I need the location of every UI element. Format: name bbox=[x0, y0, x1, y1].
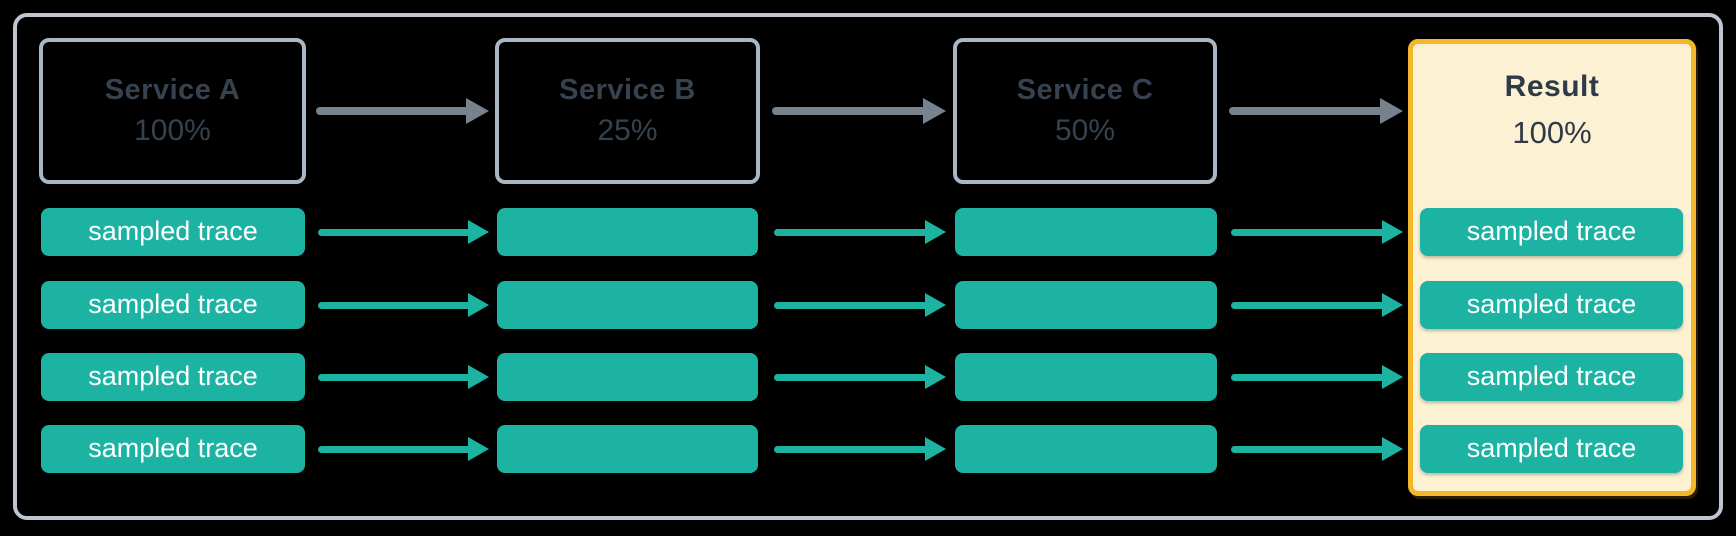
trace-arrow-row2-gap2-head bbox=[925, 293, 946, 317]
service-rate-2: 25% bbox=[597, 114, 658, 148]
service-rate-1: 100% bbox=[134, 114, 211, 148]
result-title: Result bbox=[1504, 70, 1600, 103]
trace-bar-row4-col4: sampled trace bbox=[1420, 425, 1683, 473]
flow-arrow-1-shaft bbox=[316, 107, 470, 115]
trace-bar-row2-col3 bbox=[955, 281, 1217, 329]
flow-arrow-3-shaft bbox=[1229, 107, 1384, 115]
trace-bar-row3-col1: sampled trace bbox=[41, 353, 305, 401]
trace-bar-label: sampled trace bbox=[1466, 288, 1637, 319]
trace-arrow-row1-gap2-head bbox=[925, 220, 946, 244]
trace-bar-row1-col3 bbox=[955, 208, 1217, 256]
trace-bar-row3-col2 bbox=[497, 353, 758, 401]
trace-arrow-row1-gap1-shaft bbox=[318, 228, 472, 236]
trace-arrow-row3-gap1-head bbox=[468, 365, 489, 389]
service-title-2: Service B bbox=[559, 73, 696, 106]
trace-arrow-row4-gap2 bbox=[774, 434, 946, 464]
trace-arrow-row3-gap1-shaft bbox=[318, 373, 472, 381]
service-title-1: Service A bbox=[104, 73, 241, 106]
trace-arrow-row2-gap1-shaft bbox=[318, 301, 472, 309]
trace-bar-row3-col3 bbox=[955, 353, 1217, 401]
trace-arrow-row3-gap2-shaft bbox=[774, 373, 929, 381]
trace-arrow-row1-gap3 bbox=[1231, 217, 1403, 247]
trace-arrow-row1-gap2 bbox=[774, 217, 946, 247]
trace-bar-label: sampled trace bbox=[88, 288, 258, 319]
trace-arrow-row3-gap3 bbox=[1231, 362, 1403, 392]
trace-arrow-row4-gap1-head bbox=[468, 437, 489, 461]
result-box: Result 100% bbox=[1408, 39, 1696, 496]
trace-arrow-row3-gap2 bbox=[774, 362, 946, 392]
service-box-1: Service A 100% bbox=[39, 38, 306, 184]
service-rate-3: 50% bbox=[1054, 114, 1116, 148]
trace-bar-label: sampled trace bbox=[88, 432, 258, 463]
trace-arrow-row3-gap3-shaft bbox=[1231, 373, 1386, 381]
trace-bar-row1-col4: sampled trace bbox=[1420, 208, 1683, 256]
trace-arrow-row1-gap1 bbox=[318, 217, 489, 247]
trace-arrow-row1-gap1-head bbox=[468, 220, 489, 244]
trace-bar-row4-col1: sampled trace bbox=[41, 425, 305, 473]
flow-arrow-3-head bbox=[1380, 98, 1403, 124]
trace-arrow-row4-gap3 bbox=[1231, 434, 1403, 464]
flow-arrow-1-head bbox=[466, 98, 489, 124]
trace-bar-row4-col2 bbox=[497, 425, 758, 473]
trace-arrow-row4-gap1 bbox=[318, 434, 489, 464]
flow-arrow-3 bbox=[1229, 96, 1403, 126]
trace-arrow-row4-gap3-shaft bbox=[1231, 445, 1386, 453]
trace-bar-row2-col4: sampled trace bbox=[1420, 281, 1683, 329]
trace-arrow-row4-gap2-shaft bbox=[774, 445, 929, 453]
trace-arrow-row4-gap3-head bbox=[1382, 437, 1403, 461]
trace-bar-row2-col2 bbox=[497, 281, 758, 329]
trace-arrow-row2-gap3-head bbox=[1382, 293, 1403, 317]
flow-arrow-2 bbox=[772, 96, 946, 126]
trace-bar-label: sampled trace bbox=[1466, 215, 1637, 246]
trace-bar-row2-col1: sampled trace bbox=[41, 281, 305, 329]
trace-bar-label: sampled trace bbox=[88, 215, 258, 246]
trace-arrow-row2-gap2-shaft bbox=[774, 301, 929, 309]
trace-bar-row4-col3 bbox=[955, 425, 1217, 473]
trace-arrow-row2-gap3-shaft bbox=[1231, 301, 1386, 309]
trace-arrow-row3-gap3-head bbox=[1382, 365, 1403, 389]
trace-arrow-row2-gap3 bbox=[1231, 290, 1403, 320]
flow-arrow-2-shaft bbox=[772, 107, 927, 115]
trace-bar-label: sampled trace bbox=[1466, 360, 1637, 391]
trace-arrow-row2-gap1-head bbox=[468, 293, 489, 317]
trace-arrow-row2-gap1 bbox=[318, 290, 489, 320]
trace-arrow-row3-gap2-head bbox=[925, 365, 946, 389]
trace-arrow-row2-gap2 bbox=[774, 290, 946, 320]
trace-bar-row1-col1: sampled trace bbox=[41, 208, 305, 256]
flow-arrow-1 bbox=[316, 96, 489, 126]
trace-arrow-row4-gap2-head bbox=[925, 437, 946, 461]
service-box-3: Service C 50% bbox=[953, 38, 1217, 184]
trace-arrow-row1-gap3-shaft bbox=[1231, 228, 1386, 236]
trace-arrow-row1-gap3-head bbox=[1382, 220, 1403, 244]
trace-bar-label: sampled trace bbox=[88, 360, 258, 391]
service-title-3: Service C bbox=[1016, 73, 1154, 106]
flow-arrow-2-head bbox=[923, 98, 946, 124]
trace-arrow-row3-gap1 bbox=[318, 362, 489, 392]
trace-arrow-row4-gap1-shaft bbox=[318, 445, 472, 453]
trace-bar-row3-col4: sampled trace bbox=[1420, 353, 1683, 401]
trace-bar-row1-col2 bbox=[497, 208, 758, 256]
result-rate: 100% bbox=[1512, 114, 1592, 150]
trace-arrow-row1-gap2-shaft bbox=[774, 228, 929, 236]
diagram-frame bbox=[13, 13, 1723, 520]
service-box-2: Service B 25% bbox=[495, 38, 760, 184]
trace-bar-label: sampled trace bbox=[1466, 432, 1637, 463]
